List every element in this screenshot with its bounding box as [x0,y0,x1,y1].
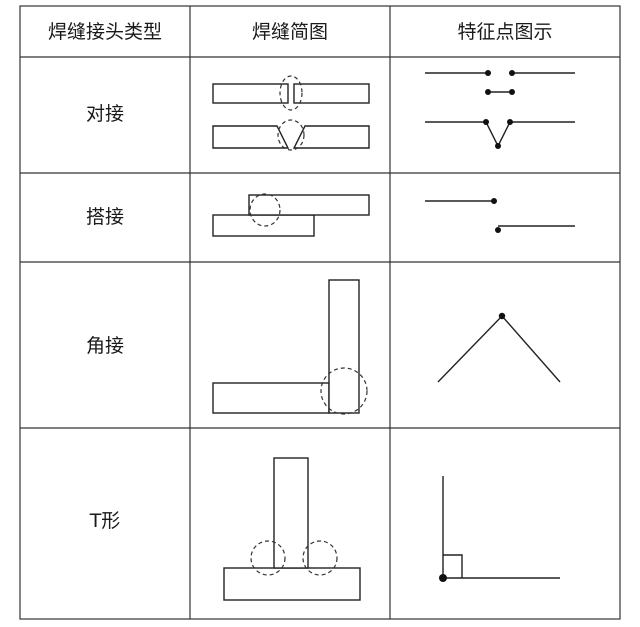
feature-point [485,70,491,76]
row-label-lap: 搭接 [86,206,124,228]
feature-point [439,574,447,582]
header-feature-points: 特征点图示 [457,21,552,43]
weld-zone-circle [250,540,286,576]
table-border [19,5,621,620]
feature-point [509,89,515,95]
weld-zone-circle [249,193,281,227]
header-weld-sketch: 焊缝简图 [252,21,328,43]
row-label-t-joint: T形 [89,510,121,532]
feature-point [498,312,506,320]
butt-plate-right [293,83,370,104]
lap-feature-diagram [425,198,575,233]
weld-zone-circle [320,367,368,415]
groove-plate-left [212,125,290,149]
row-label-butt: 对接 [86,103,124,125]
t-joint-feature-diagram [439,476,560,582]
weld-zone-circle [277,119,305,151]
groove-plate-right [292,125,370,149]
feature-point [509,70,515,76]
corner-plate-vertical [328,279,360,414]
feature-point [495,143,501,149]
right-angle-mark [443,554,463,578]
corner-feature-diagram [437,312,561,383]
t-joint-sketch [223,457,361,601]
weld-zone-circle [302,540,338,576]
corner-plate-horizontal [212,382,330,414]
feature-point [507,119,513,125]
butt-joint-sketch [212,75,370,151]
feature-point [491,198,497,204]
row-label-corner: 角接 [86,335,124,357]
table-grid [19,5,621,620]
butt-feature-diagram [425,70,575,149]
t-plate-stem [273,457,309,569]
feature-point [495,227,501,233]
feature-point [485,89,491,95]
butt-plate-left [212,83,289,104]
t-plate-base [223,567,361,601]
weld-zone-circle [279,75,303,111]
corner-joint-sketch [212,279,368,415]
feature-point [483,119,489,125]
lap-plate-top [248,194,370,216]
lap-joint-sketch [212,193,370,237]
header-joint-type: 焊缝接头类型 [48,21,162,43]
lap-plate-bottom [212,214,315,237]
